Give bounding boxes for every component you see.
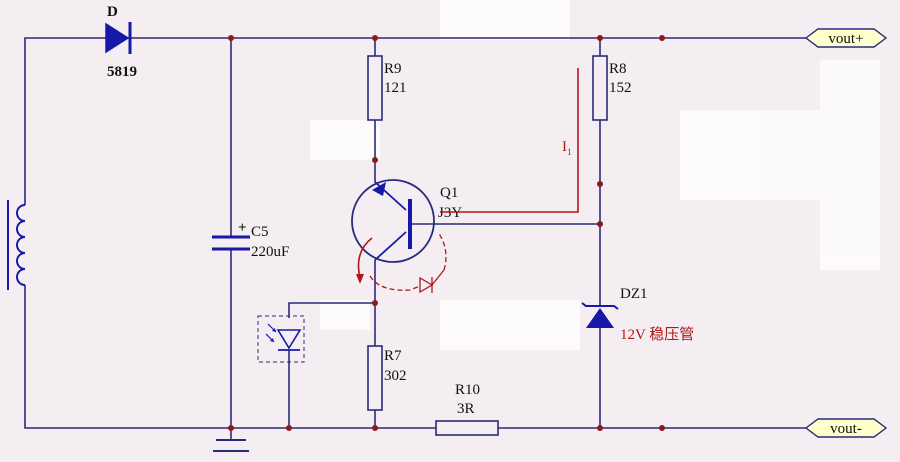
capacitor-value: 220uF — [251, 244, 289, 260]
junction-nodes — [228, 35, 665, 431]
r9-value: 121 — [384, 80, 407, 96]
terminal-vout-minus-label: vout- — [830, 421, 862, 437]
diode-icon — [105, 22, 132, 54]
wire-left-bottom — [24, 285, 436, 429]
r7-value: 302 — [384, 368, 407, 384]
r9-ref: R9 — [384, 61, 402, 77]
resistor-r9-icon — [367, 55, 383, 121]
ground-icon — [213, 439, 249, 452]
capacitor-ref: C5 — [251, 224, 269, 240]
terminal-vout-plus-label: vout+ — [828, 31, 863, 47]
r8-value: 152 — [609, 80, 632, 96]
r10-ref: R10 — [455, 382, 480, 398]
terminal-vout-minus: vout- — [804, 418, 888, 438]
resistor-r10-icon — [435, 420, 499, 436]
current-path-annotation — [356, 68, 579, 284]
zener-diode-icon — [581, 302, 619, 328]
r8-ref: R8 — [609, 61, 627, 77]
zener-ref: DZ1 — [620, 286, 648, 302]
led-icon — [257, 315, 305, 363]
inductor-icon — [7, 200, 26, 290]
wire-left-top — [24, 37, 108, 205]
transistor-icon — [351, 179, 435, 263]
r7-ref: R7 — [384, 348, 402, 364]
capacitor-polarity: + — [238, 220, 247, 236]
resistor-r8-icon — [592, 55, 608, 121]
q1-ref: Q1 — [440, 185, 458, 201]
r10-value: 3R — [457, 401, 475, 417]
current-label: I1 — [562, 139, 572, 157]
diode-ref: D — [107, 4, 118, 20]
diode-value: 5819 — [107, 64, 137, 80]
capacitor-icon — [212, 235, 250, 251]
background-watermark — [310, 0, 880, 350]
terminal-vout-plus: vout+ — [804, 28, 888, 48]
wire-led-top — [288, 302, 375, 318]
q1-value: J3Y — [438, 205, 462, 221]
parasitic-diode-annotation — [369, 231, 447, 294]
resistor-r7-icon — [367, 345, 383, 411]
wires — [24, 37, 812, 440]
zener-value: 12V 稳压管 — [620, 326, 694, 343]
